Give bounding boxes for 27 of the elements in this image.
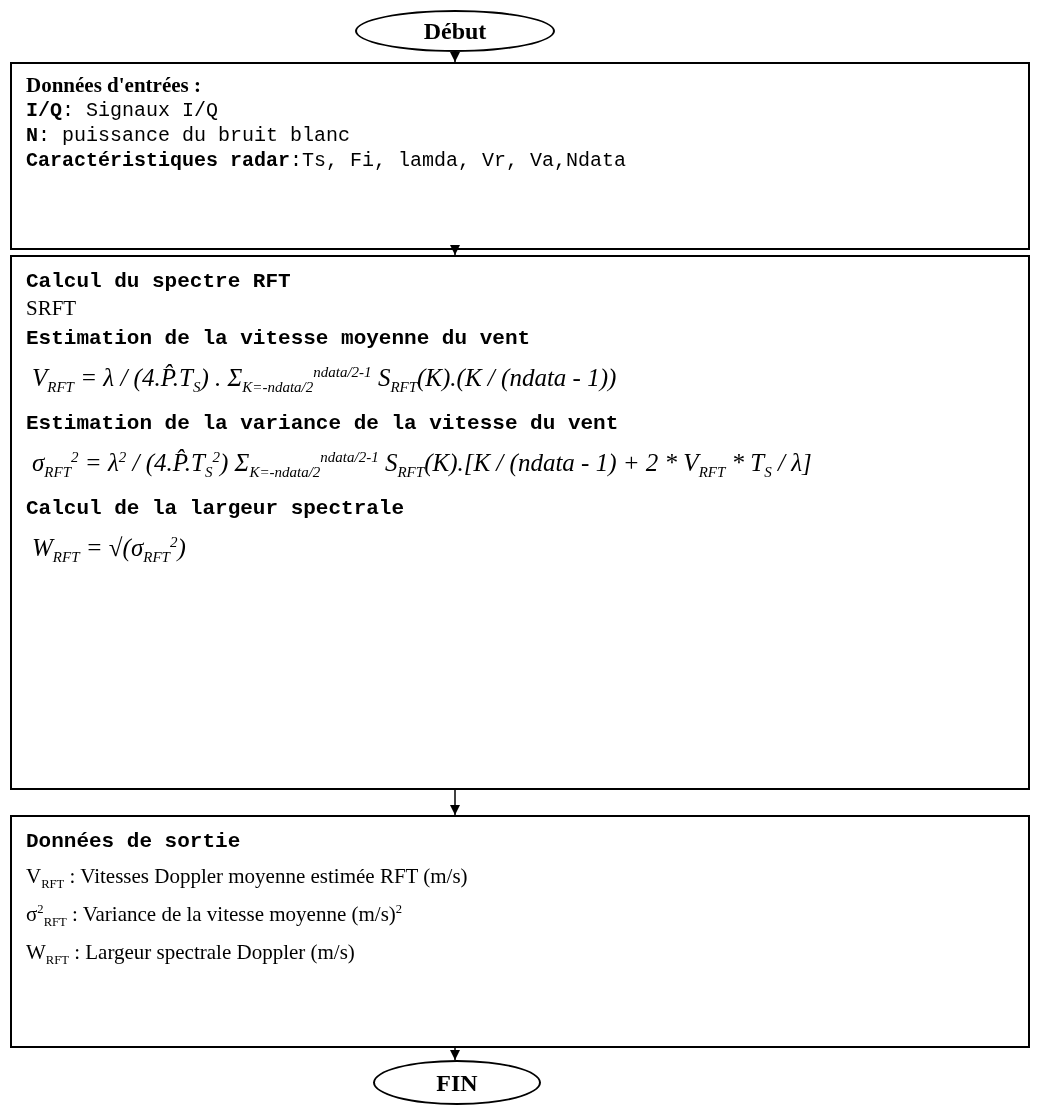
- heading: Début: [423, 17, 487, 46]
- process-box: [10, 255, 1030, 790]
- terminal-ellipse: [373, 1060, 541, 1105]
- formula: V$_{RFT}$ = λ / (4.P̂.T$_{S}$) . Σ$_{K=-ndata/2}$$^{ndata/2-1}$ S$_{RFT}$(K).(K / (ndata - 1)): [32, 362, 618, 397]
- arrow: [449, 244, 461, 256]
- process-box: [10, 815, 1030, 1048]
- heading: Estimation de la vitesse moyenne du vent: [26, 325, 532, 352]
- heading: Calcul du spectre RFT: [26, 269, 292, 295]
- text-line: V$_{RFT}$ : Vitesses Doppler moyenne estimée RFT (m/s): [26, 863, 469, 894]
- arrow: [449, 1047, 461, 1061]
- text-line: I/Q: Signaux I/Q: [26, 98, 220, 124]
- arrow: [449, 789, 461, 816]
- text-line: N: puissance du bruit blanc: [26, 123, 352, 149]
- text-line: W$_{RFT}$ : Largeur spectrale Doppler (m/s): [26, 939, 356, 969]
- formula: σ$_{RFT}$$^{2}$ = λ$^{2}$ / (4.P̂.T$_{S}$$^{2}$) Σ$_{K=-ndata/2}$$^{ndata/2-1}$ S$_{RFT}$(K).[K / (ndata - 1) + 2 * V$_{RFT}$ * T$_{S}$ / λ]: [32, 447, 813, 482]
- heading: FIN: [436, 1068, 478, 1098]
- arrow: [449, 51, 461, 63]
- terminal-ellipse: [355, 10, 555, 52]
- process-box: [10, 62, 1030, 250]
- text-line: SRFT: [26, 295, 78, 322]
- heading: Données d'entrées :: [26, 72, 202, 99]
- heading: Estimation de la variance de la vitesse du vent: [26, 410, 620, 437]
- heading: Données de sortie: [26, 829, 242, 855]
- text-line: Caractéristiques radar:Ts, Fi, lamda, Vr, Va,Ndata: [26, 148, 628, 174]
- formula: W$_{RFT}$ = √(σ$_{RFT}$$^{2}$): [32, 532, 187, 567]
- text-line: σ$^{2}$$_{RFT}$ : Variance de la vitesse moyenne (m/s)$^{2}$: [26, 901, 404, 932]
- heading: Calcul de la largeur spectrale: [26, 495, 406, 522]
